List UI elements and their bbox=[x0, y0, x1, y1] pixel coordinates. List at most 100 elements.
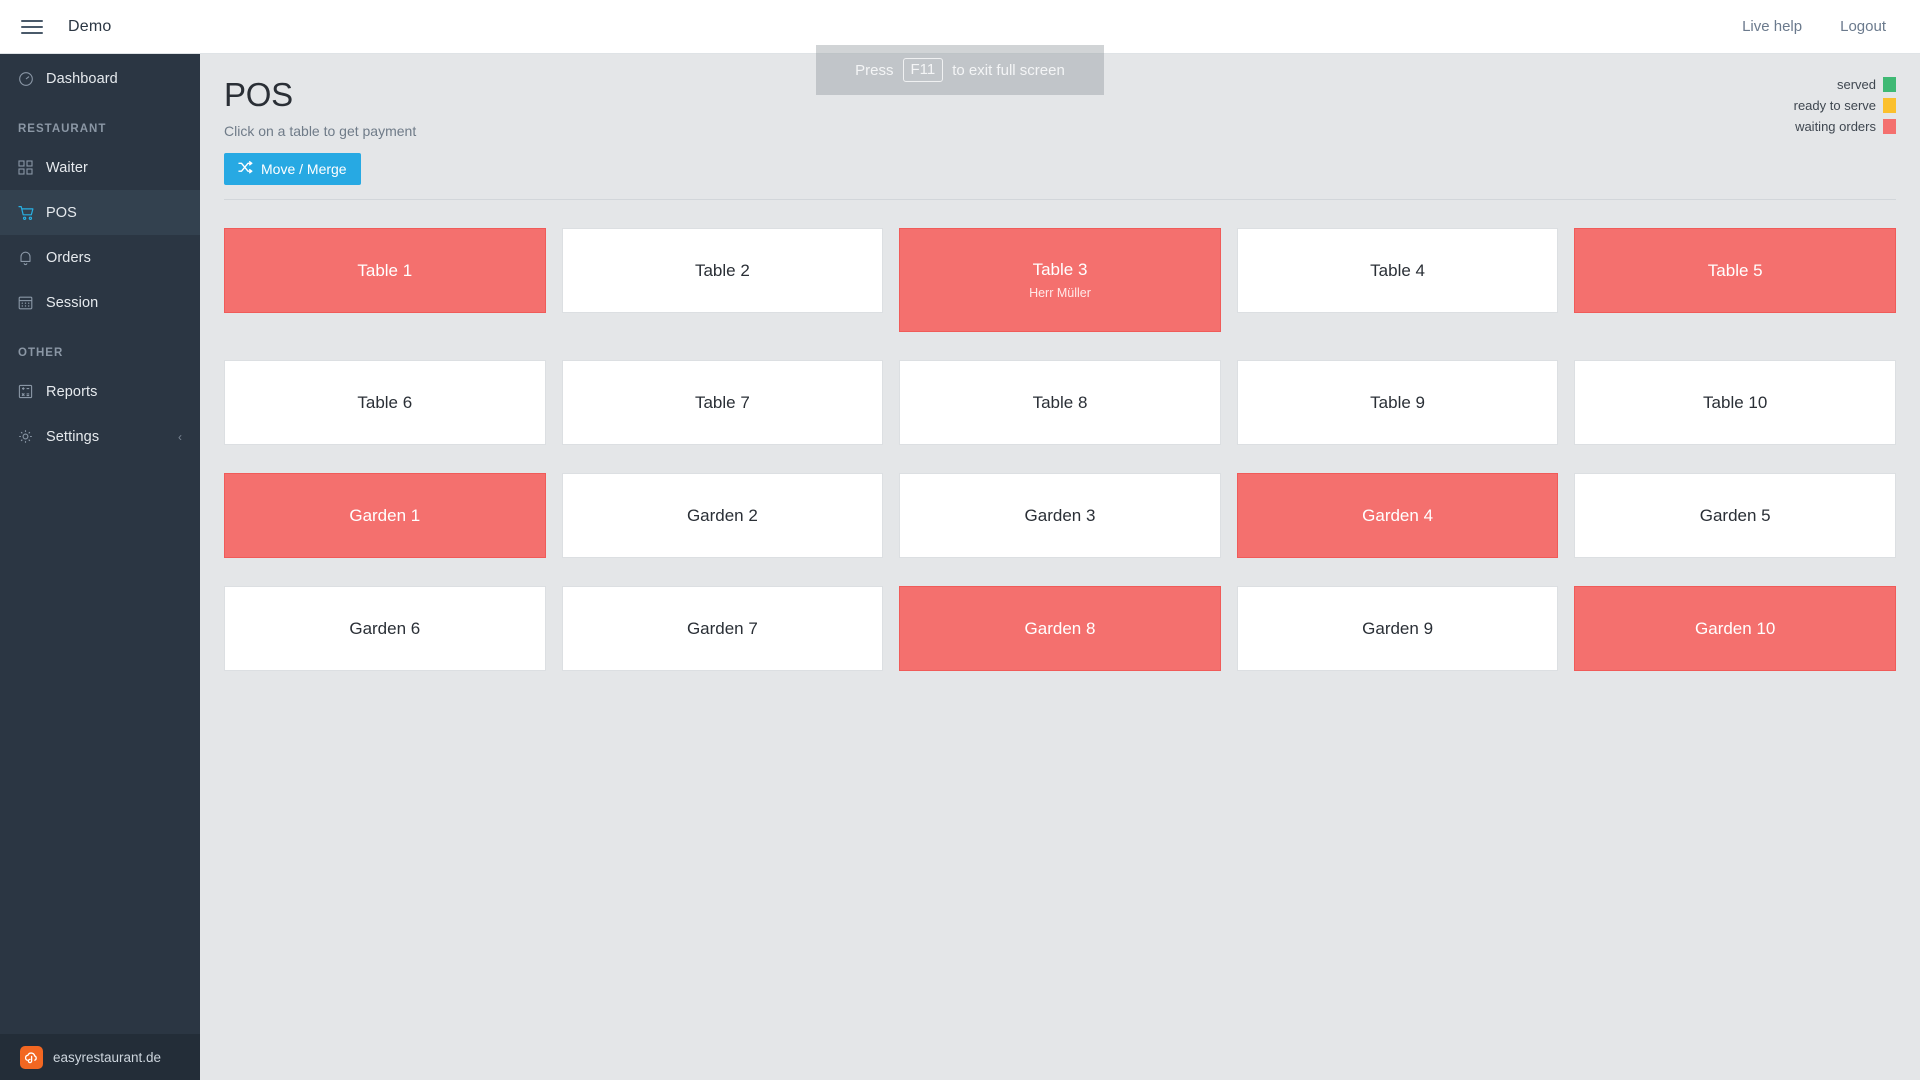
legend-label: ready to serve bbox=[1793, 98, 1876, 113]
table-card-name: Garden 8 bbox=[1024, 618, 1096, 638]
table-card[interactable]: Table 8 bbox=[899, 360, 1221, 445]
calendar-icon bbox=[18, 294, 46, 312]
table-card-name: Table 8 bbox=[1032, 392, 1088, 412]
sidebar-item-waiter[interactable]: Waiter bbox=[0, 145, 200, 190]
table-cell: Table 6 bbox=[224, 346, 546, 459]
sidebar-item-label: POS bbox=[46, 204, 77, 221]
move-merge-button[interactable]: Move / Merge bbox=[224, 153, 361, 185]
table-card[interactable]: Garden 6 bbox=[224, 586, 546, 671]
table-card-name: Table 7 bbox=[694, 392, 750, 412]
table-card[interactable]: Garden 8 bbox=[899, 586, 1221, 671]
table-card[interactable]: Garden 9 bbox=[1236, 586, 1559, 671]
legend-item-waiting: waiting orders bbox=[1794, 118, 1896, 135]
table-cell: Table 1 bbox=[224, 214, 546, 346]
sidebar-heading-restaurant: RESTAURANT bbox=[18, 123, 107, 135]
table-cell: Table 3 Herr Müller bbox=[899, 214, 1221, 346]
table-card[interactable]: Garden 3 bbox=[899, 473, 1221, 558]
table-cell: Garden 10 bbox=[1574, 572, 1896, 685]
legend-swatch-ready bbox=[1883, 98, 1896, 113]
table-card[interactable]: Table 10 bbox=[1574, 360, 1896, 445]
table-card-name: Garden 6 bbox=[349, 618, 421, 638]
table-card[interactable]: Garden 2 bbox=[561, 473, 884, 558]
legend-label: waiting orders bbox=[1795, 119, 1876, 134]
table-cell: Table 10 bbox=[1574, 346, 1896, 459]
table-card-name: Garden 7 bbox=[686, 618, 758, 638]
page-title: POS bbox=[224, 76, 293, 113]
table-cell: Table 4 bbox=[1236, 214, 1559, 346]
sidebar-item-dashboard[interactable]: Dashboard bbox=[0, 56, 200, 101]
table-card-name: Table 10 bbox=[1703, 392, 1768, 412]
table-cell: Garden 8 bbox=[899, 572, 1221, 685]
legend-swatch-waiting bbox=[1883, 119, 1896, 134]
sidebar-footer-label: easyrestaurant.de bbox=[53, 1049, 162, 1065]
table-card-name: Garden 9 bbox=[1362, 618, 1434, 638]
page-header: POS Click on a table to get payment Move… bbox=[200, 54, 1920, 185]
table-card[interactable]: Table 3 Herr Müller bbox=[899, 228, 1221, 332]
logout-link[interactable]: Logout bbox=[1840, 18, 1886, 35]
table-cell: Garden 4 bbox=[1236, 459, 1559, 572]
table-cell: Table 9 bbox=[1236, 346, 1559, 459]
table-cell: Table 5 bbox=[1574, 214, 1896, 346]
shuffle-icon bbox=[238, 161, 253, 177]
table-cell: Table 8 bbox=[899, 346, 1221, 459]
table-card[interactable]: Garden 1 bbox=[224, 473, 546, 558]
table-card[interactable]: Table 1 bbox=[224, 228, 546, 313]
table-cell: Table 7 bbox=[561, 346, 884, 459]
table-card-name: Table 2 bbox=[694, 260, 750, 280]
cloud-logo-icon bbox=[20, 1045, 43, 1069]
table-card[interactable]: Garden 10 bbox=[1574, 586, 1896, 671]
bell-icon bbox=[18, 249, 46, 267]
sidebar-item-pos[interactable]: POS bbox=[0, 190, 200, 235]
table-card[interactable]: Table 5 bbox=[1574, 228, 1896, 313]
table-cell: Garden 2 bbox=[561, 459, 884, 572]
table-card[interactable]: Table 6 bbox=[224, 360, 546, 445]
table-card[interactable]: Table 2 bbox=[561, 228, 884, 313]
sidebar-item-label: Dashboard bbox=[46, 70, 118, 87]
table-cell: Garden 3 bbox=[899, 459, 1221, 572]
gauge-icon bbox=[18, 70, 46, 88]
hamburger-icon[interactable] bbox=[0, 0, 64, 54]
hamburger-bar bbox=[21, 25, 43, 28]
sidebar-item-settings[interactable]: Settings ‹ bbox=[0, 414, 200, 459]
legend-item-ready: ready to serve bbox=[1794, 97, 1896, 114]
table-card[interactable]: Garden 4 bbox=[1236, 473, 1559, 558]
sidebar-item-orders[interactable]: Orders bbox=[0, 235, 200, 280]
legend-item-served: served bbox=[1794, 76, 1896, 93]
sidebar-item-session[interactable]: Session bbox=[0, 280, 200, 325]
table-card-name: Garden 2 bbox=[686, 505, 758, 525]
grid-icon bbox=[18, 159, 46, 177]
table-card-name: Table 1 bbox=[357, 260, 413, 280]
sidebar-heading-other: OTHER bbox=[18, 347, 64, 359]
table-card-name: Table 9 bbox=[1370, 392, 1425, 412]
top-bar: Demo Live help Logout bbox=[0, 0, 1920, 54]
status-legend: served ready to serve waiting orders bbox=[1794, 76, 1896, 139]
table-card-name: Table 3 bbox=[1032, 260, 1088, 279]
legend-swatch-served bbox=[1883, 77, 1896, 92]
table-card[interactable]: Table 4 bbox=[1236, 228, 1559, 313]
sidebar-item-label: Reports bbox=[46, 383, 98, 400]
hamburger-bar bbox=[21, 31, 43, 34]
chevron-left-icon: ‹ bbox=[178, 429, 182, 444]
sidebar-item-reports[interactable]: Reports bbox=[0, 369, 200, 414]
table-cell: Garden 1 bbox=[224, 459, 546, 572]
sidebar-item-label: Settings bbox=[46, 428, 100, 445]
calculator-icon bbox=[18, 383, 46, 401]
table-card[interactable]: Table 7 bbox=[561, 360, 884, 445]
table-card-name: Garden 1 bbox=[349, 505, 421, 525]
header-divider bbox=[224, 199, 1896, 200]
table-cell: Garden 6 bbox=[224, 572, 546, 685]
live-help-link[interactable]: Live help bbox=[1742, 18, 1803, 35]
table-card[interactable]: Garden 5 bbox=[1574, 473, 1896, 558]
table-card[interactable]: Garden 7 bbox=[561, 586, 884, 671]
sidebar-item-label: Waiter bbox=[46, 159, 88, 176]
sidebar: Dashboard RESTAURANT Waiter POS Orders bbox=[0, 54, 200, 1080]
table-card-name: Garden 10 bbox=[1695, 618, 1776, 638]
table-card-name: Table 5 bbox=[1707, 260, 1763, 280]
table-card-customer: Herr Müller bbox=[1029, 286, 1091, 300]
main-content: POS Click on a table to get payment Move… bbox=[200, 54, 1920, 1080]
sidebar-footer[interactable]: easyrestaurant.de bbox=[0, 1034, 200, 1080]
table-card-name: Garden 3 bbox=[1024, 505, 1096, 525]
sidebar-item-label: Session bbox=[46, 294, 99, 311]
table-card[interactable]: Table 9 bbox=[1236, 360, 1559, 445]
